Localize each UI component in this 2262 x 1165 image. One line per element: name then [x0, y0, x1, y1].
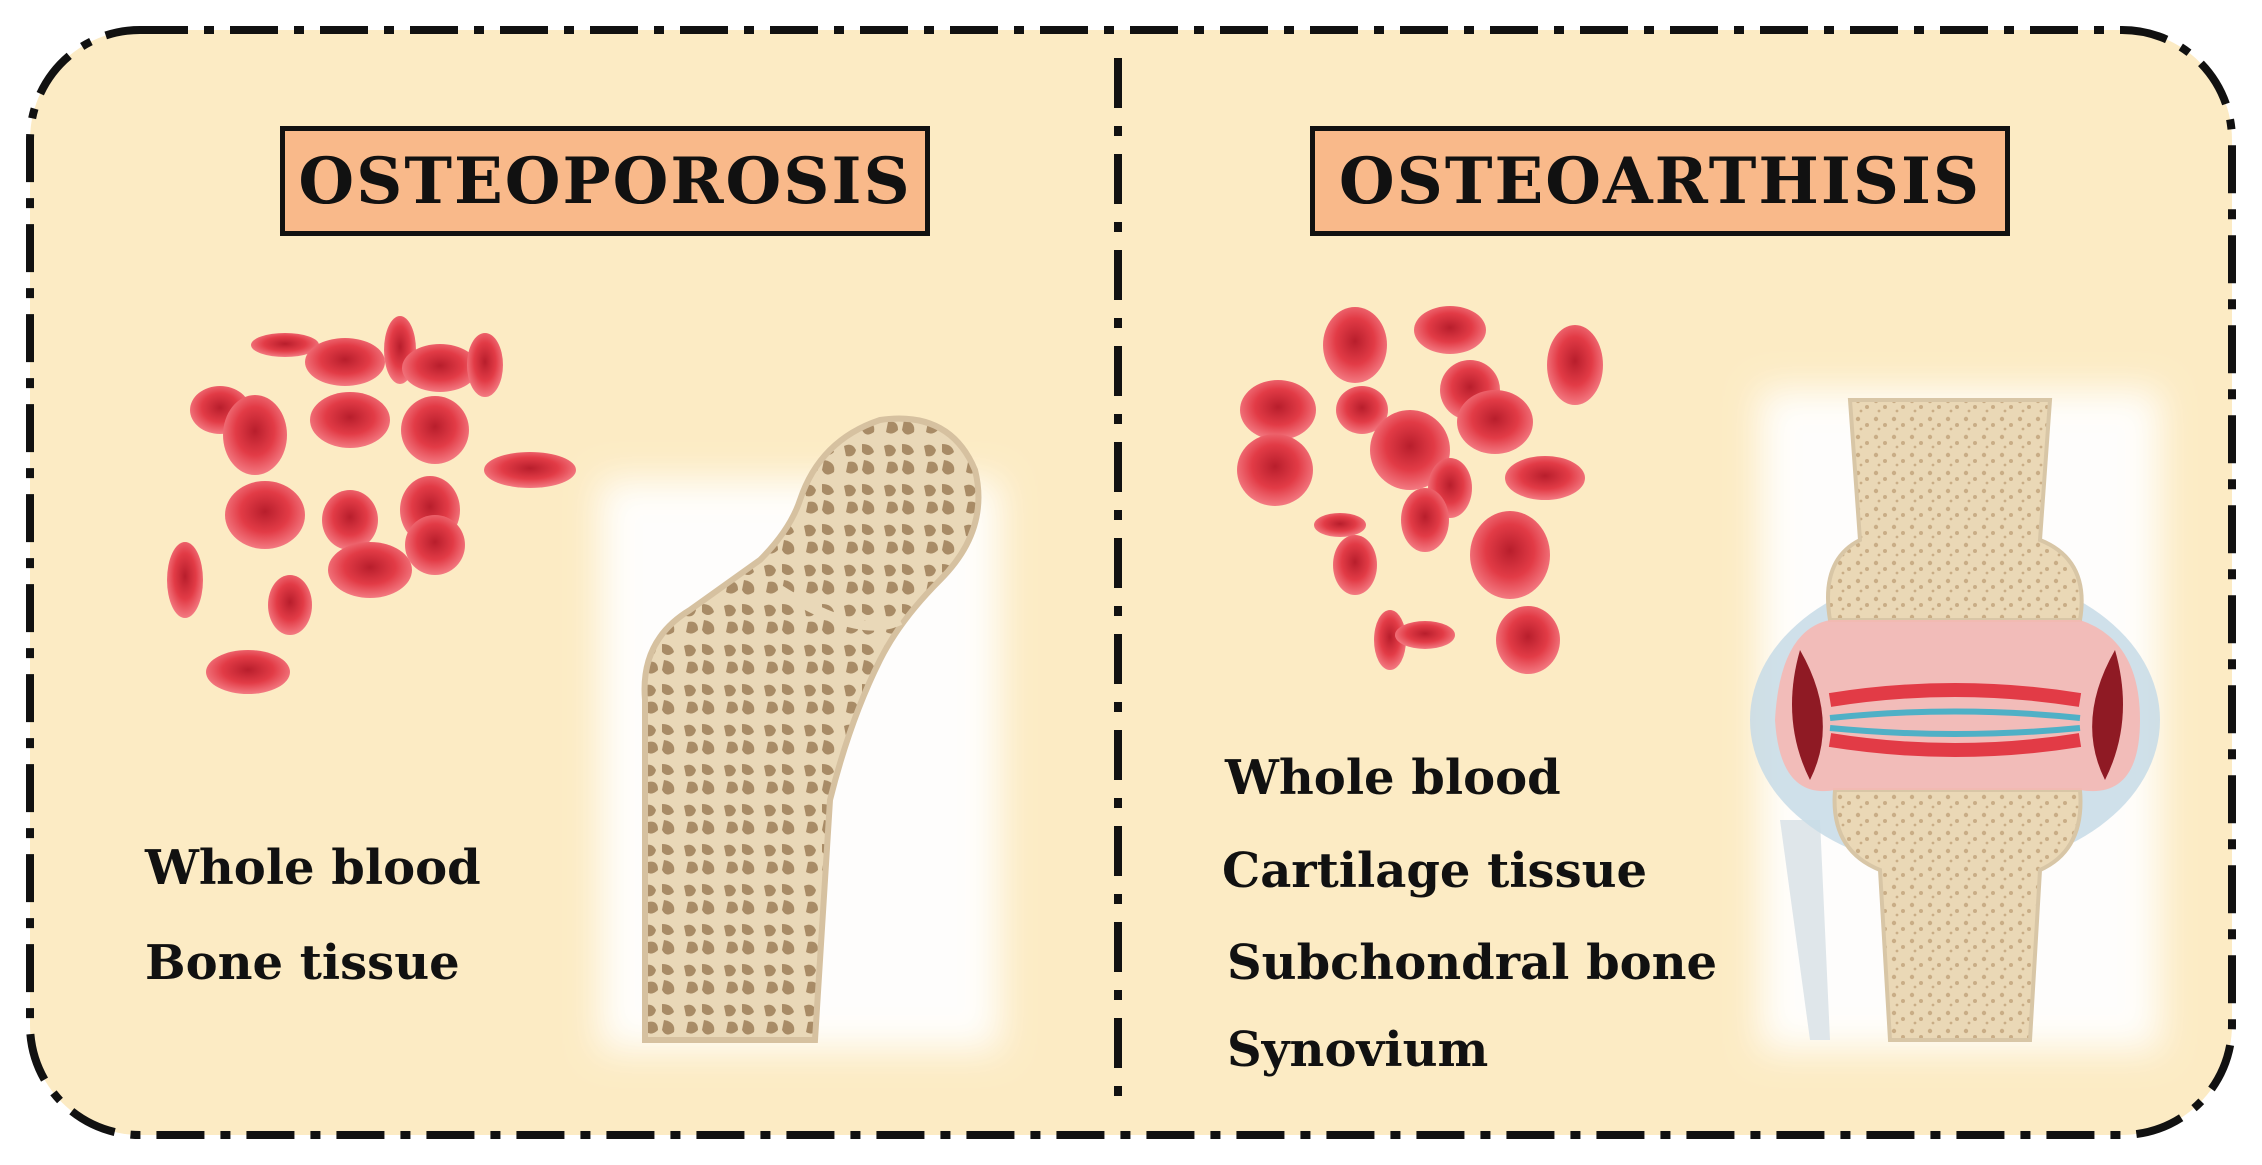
sample-label: Bone tissue	[145, 935, 460, 991]
title-osteoporosis: OSTEOPOROSIS	[280, 126, 930, 236]
title-osteoarthisis-text: OSTEOARTHISIS	[1338, 143, 1982, 219]
sample-label: Whole blood	[1225, 750, 1561, 806]
title-osteoarthisis: OSTEOARTHISIS	[1310, 126, 2010, 236]
red-blood-cells-icon	[167, 316, 576, 694]
sample-label: Cartilage tissue	[1222, 843, 1648, 899]
background-panel	[26, 26, 2236, 1139]
femur-bone-icon	[600, 415, 1000, 1050]
sample-label: Subchondral bone	[1227, 935, 1718, 991]
sample-label: Synovium	[1227, 1022, 1489, 1078]
title-osteoporosis-text: OSTEOPOROSIS	[298, 143, 912, 219]
sample-label: Whole blood	[145, 840, 481, 896]
red-blood-cells-icon	[1237, 306, 1603, 674]
knee-joint-icon	[1750, 390, 2160, 1050]
